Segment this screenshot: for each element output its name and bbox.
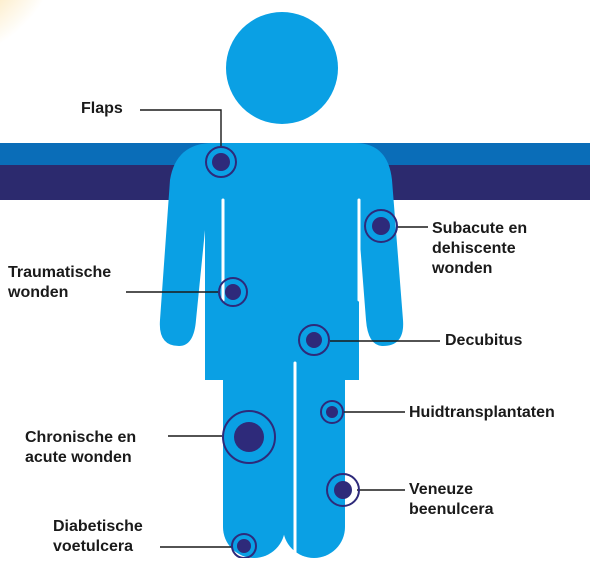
label-subacute: Subacute en dehiscente wonden bbox=[432, 219, 527, 279]
label-diabetic: Diabetische voetulcera bbox=[53, 517, 143, 557]
label-chronic: Chronische en acute wonden bbox=[25, 428, 136, 468]
corner-glow bbox=[0, 0, 60, 60]
human-silhouette bbox=[160, 12, 403, 558]
label-venous: Veneuze beenulcera bbox=[409, 480, 493, 520]
head bbox=[226, 12, 338, 124]
label-decubitus: Decubitus bbox=[445, 331, 522, 351]
label-flaps: Flaps bbox=[81, 99, 123, 119]
label-traumatic: Traumatische wonden bbox=[8, 263, 111, 303]
label-skin-grafts: Huidtransplantaten bbox=[409, 403, 555, 423]
